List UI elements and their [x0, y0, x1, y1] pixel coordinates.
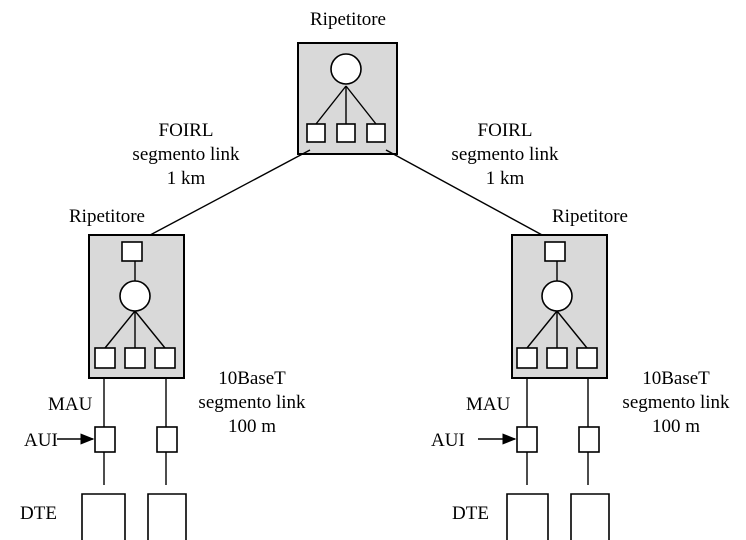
svg-text:segmento link: segmento link	[622, 392, 730, 413]
port	[124, 347, 146, 369]
port	[94, 347, 116, 369]
aui-label: AUI	[431, 430, 465, 451]
svg-text:FOIRL: FOIRL	[478, 120, 533, 141]
hub-circle	[330, 53, 362, 85]
dte-box	[147, 493, 187, 540]
svg-text:100 m: 100 m	[652, 416, 700, 437]
mau-box	[578, 426, 600, 453]
foirl-right-label: FOIRL segmento link 1 km	[451, 120, 559, 189]
right-repeater-label: Ripetitore	[552, 206, 628, 227]
mau-label: MAU	[466, 394, 511, 415]
mau-box	[94, 426, 116, 453]
port	[336, 123, 356, 143]
port	[576, 347, 598, 369]
dte-box	[506, 493, 549, 540]
tbase-left-label: 10BaseT segmento link 100 m	[198, 368, 306, 437]
left-repeater	[88, 234, 185, 379]
foirl-link-left	[136, 149, 311, 243]
port	[154, 347, 176, 369]
port	[546, 347, 568, 369]
svg-text:10BaseT: 10BaseT	[642, 368, 710, 389]
foirl-link-right	[385, 149, 556, 243]
dte-box	[570, 493, 610, 540]
svg-text:segmento link: segmento link	[198, 392, 306, 413]
svg-text:100 m: 100 m	[228, 416, 276, 437]
hub-circle	[541, 280, 573, 312]
svg-text:segmento link: segmento link	[451, 144, 559, 165]
left-repeater-label: Ripetitore	[69, 206, 145, 227]
mau-label: MAU	[48, 394, 93, 415]
svg-text:1 km: 1 km	[167, 168, 206, 189]
foirl-left-label: FOIRL segmento link 1 km	[132, 120, 240, 189]
svg-text:10BaseT: 10BaseT	[218, 368, 286, 389]
port	[366, 123, 386, 143]
hub-circle	[119, 280, 151, 312]
port	[306, 123, 326, 143]
dte-label: DTE	[20, 503, 57, 524]
top-repeater	[297, 42, 398, 155]
svg-text:segmento link: segmento link	[132, 144, 240, 165]
port	[121, 241, 143, 262]
tbase-right-label: 10BaseT segmento link 100 m	[622, 368, 730, 437]
top-repeater-label: Ripetitore	[310, 9, 386, 30]
svg-text:1 km: 1 km	[486, 168, 525, 189]
dte-label: DTE	[452, 503, 489, 524]
mau-box	[516, 426, 538, 453]
right-repeater	[511, 234, 608, 379]
port	[544, 241, 566, 262]
dte-box	[81, 493, 126, 540]
port	[516, 347, 538, 369]
aui-label: AUI	[24, 430, 58, 451]
svg-text:FOIRL: FOIRL	[159, 120, 214, 141]
mau-box	[156, 426, 178, 453]
